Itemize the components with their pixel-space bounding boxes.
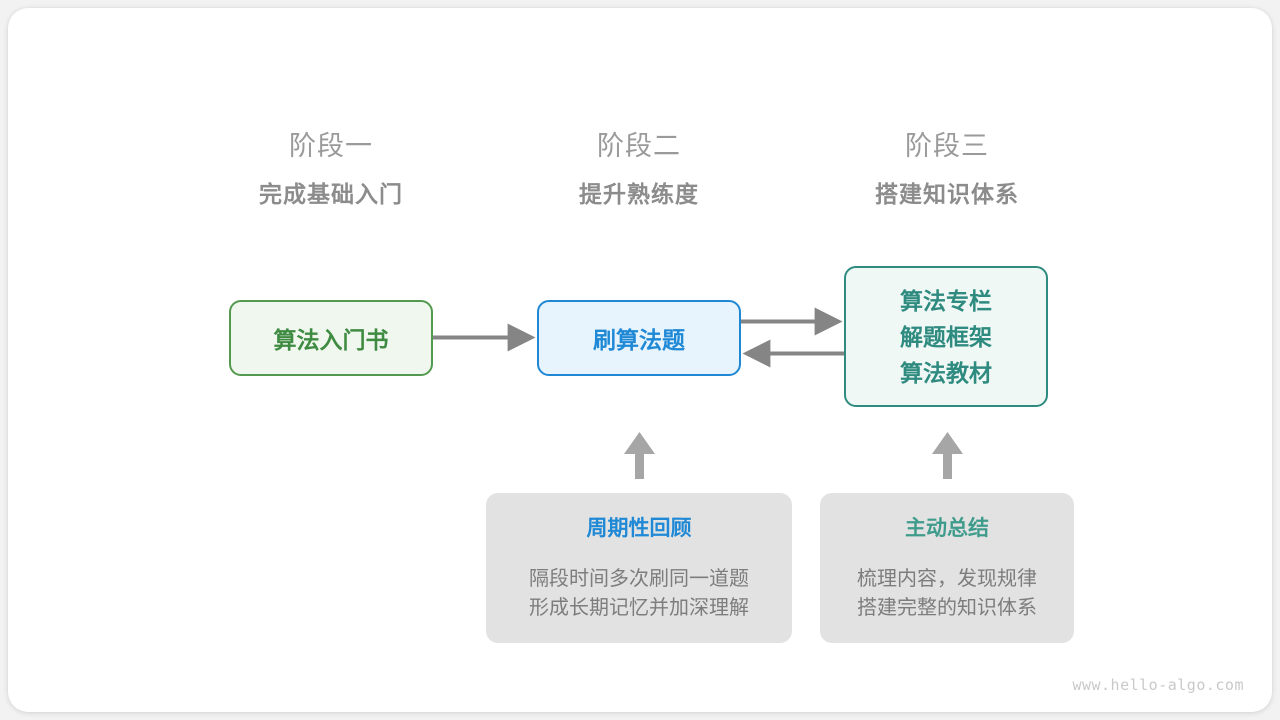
note-body-line-1: 梳理内容，发现规律: [857, 568, 1037, 590]
flow-box-intro-book-label: 算法入门书: [273, 327, 389, 353]
stage-title-3: 搭建知识体系: [875, 181, 1019, 207]
flow-box-resources-line-3: 算法教材: [900, 359, 992, 386]
arrow-review-to-practice: [624, 432, 655, 479]
flow-box-resources-line-1: 算法专栏: [900, 287, 992, 314]
stage-header-2: 阶段二 提升熟练度: [509, 129, 769, 209]
note-box-active-summary-title: 主动总结: [905, 517, 989, 540]
note-box-periodic-review-body: 隔段时间多次刷同一道题 形成长期记忆并加深理解: [486, 565, 792, 623]
note-box-active-summary-body: 梳理内容，发现规律 搭建完整的知识体系: [820, 565, 1074, 623]
stage-index-2: 阶段二: [597, 131, 681, 161]
flow-box-resources[interactable]: 算法专栏 解题框架 算法教材: [844, 266, 1048, 407]
flow-box-intro-book[interactable]: 算法入门书: [229, 300, 433, 376]
stage-index-3: 阶段三: [905, 131, 989, 161]
stage-index-1: 阶段一: [289, 131, 373, 161]
note-box-active-summary[interactable]: 主动总结 梳理内容，发现规律 搭建完整的知识体系: [820, 493, 1074, 643]
flow-box-practice-problems[interactable]: 刷算法题: [537, 300, 741, 376]
note-body-line-2: 搭建完整的知识体系: [857, 597, 1037, 619]
stage-title-2: 提升熟练度: [579, 181, 699, 207]
watermark: www.hello-algo.com: [1072, 676, 1244, 694]
flow-box-practice-problems-label: 刷算法题: [593, 327, 685, 353]
stage-header-1: 阶段一 完成基础入门: [201, 129, 461, 209]
stage-title-1: 完成基础入门: [259, 181, 403, 207]
diagram-card: 阶段一 完成基础入门 阶段二 提升熟练度 阶段三 搭建知识体系: [8, 8, 1272, 712]
note-body-line-2: 形成长期记忆并加深理解: [529, 597, 749, 619]
stage-header-3: 阶段三 搭建知识体系: [817, 129, 1077, 209]
flow-box-resources-line-2: 解题框架: [900, 323, 992, 350]
note-box-periodic-review-title: 周期性回顾: [586, 517, 692, 540]
note-box-periodic-review[interactable]: 周期性回顾 隔段时间多次刷同一道题 形成长期记忆并加深理解: [486, 493, 792, 643]
diagram-canvas: 阶段一 完成基础入门 阶段二 提升熟练度 阶段三 搭建知识体系: [8, 8, 1272, 712]
arrow-summary-to-resources: [932, 432, 963, 479]
note-body-line-1: 隔段时间多次刷同一道题: [529, 568, 749, 590]
